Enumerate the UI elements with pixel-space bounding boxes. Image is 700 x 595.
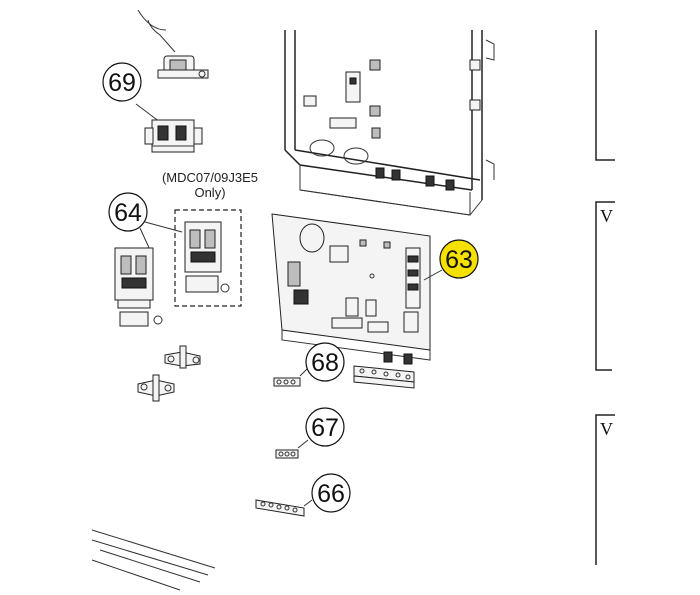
- terminal-block-part: [135, 103, 203, 153]
- callout-69-label: 69: [108, 69, 136, 97]
- callout-66-label: 66: [317, 480, 345, 508]
- transformer-part: [137, 9, 209, 79]
- optional-breaker-box: [174, 209, 242, 307]
- mounting-clip-part: [164, 345, 201, 369]
- callout-67-label: 67: [311, 414, 339, 442]
- electrical-box-part: [284, 30, 495, 216]
- frame-letter-bottom: V: [600, 419, 613, 439]
- callout-64-label: 64: [114, 199, 142, 227]
- terminal-strip-part: [353, 365, 415, 389]
- connector-66-part: [255, 499, 305, 517]
- callout-68-label: 68: [311, 349, 339, 377]
- callout-63: 63: [439, 239, 479, 279]
- callout-68: 68: [305, 342, 345, 382]
- control-board-part: [271, 213, 431, 365]
- mounting-clip-part-2: [137, 374, 175, 402]
- callout-67: 67: [305, 407, 345, 447]
- callout-69: 69: [102, 62, 142, 102]
- callout-64: 64: [108, 192, 148, 232]
- connector-68-part: [273, 377, 301, 387]
- breaker-part: [114, 247, 163, 327]
- callout-63-label: 63: [445, 246, 473, 274]
- model-note-line2: Only): [194, 185, 225, 200]
- base-panel-part: [91, 529, 216, 591]
- connector-67-part: [275, 449, 299, 459]
- detail-frame-bottom: V: [595, 414, 615, 565]
- detail-frame-top: [595, 30, 615, 161]
- optional-breaker-part: [184, 221, 230, 293]
- callout-63-highlight: [439, 239, 479, 279]
- callout-66: 66: [311, 473, 351, 513]
- model-note-line1: (MDC07/09J3E5: [162, 170, 258, 185]
- detail-frame-middle: V: [595, 201, 615, 371]
- frame-letter-middle: V: [600, 206, 613, 226]
